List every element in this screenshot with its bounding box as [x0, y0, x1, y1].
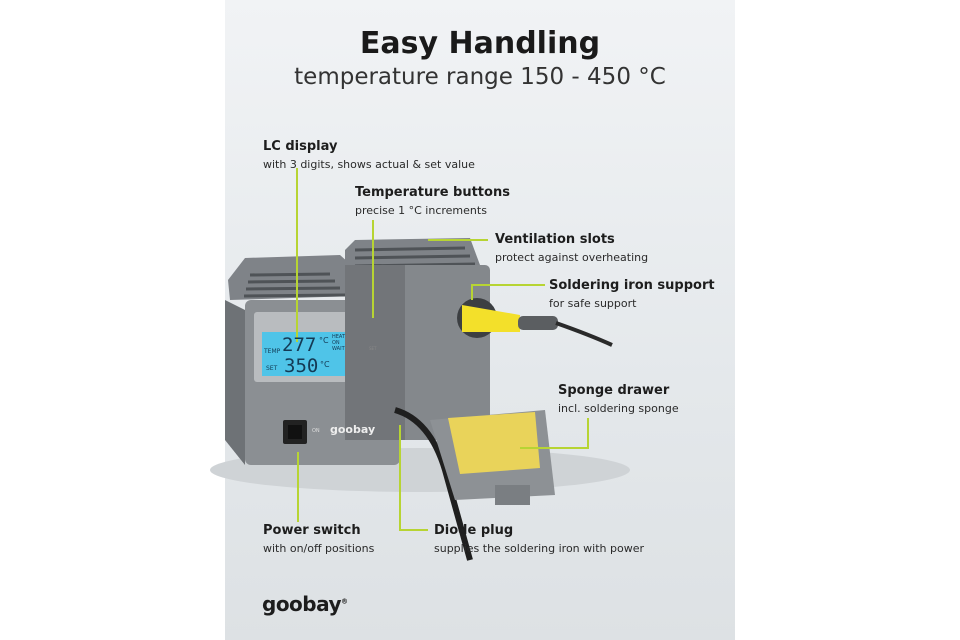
- lcd-temp-label: TEMP: [264, 348, 281, 355]
- goobay-logo: goobay®: [262, 592, 348, 616]
- callout-desc: protect against overheating: [495, 251, 649, 264]
- sponge: [448, 412, 540, 474]
- logo-text: goobay: [262, 592, 342, 616]
- lcd-unit-actual: °C: [319, 336, 329, 345]
- callout-soldering-iron-support: Soldering iron support for safe support: [549, 278, 715, 310]
- callout-title: Temperature buttons: [355, 185, 510, 200]
- callout-power-switch: Power switch with on/off positions: [263, 523, 374, 555]
- callout-desc: precise 1 °C increments: [355, 204, 487, 217]
- lcd-status: HEAT ON WAIT: [332, 334, 345, 352]
- callout-desc: for safe support: [549, 297, 637, 310]
- lcd-on: ON: [332, 340, 340, 346]
- lcd-actual-temp: 277: [282, 334, 317, 356]
- callout-title: Soldering iron support: [549, 278, 715, 293]
- callout-diode-plug: Diode plug supplies the soldering iron w…: [434, 523, 644, 555]
- iron-handle: [462, 305, 520, 332]
- stand-unit: [400, 265, 490, 440]
- callout-desc: incl. soldering sponge: [558, 402, 679, 415]
- callout-desc: with 3 digits, shows actual & set value: [263, 158, 475, 171]
- callout-title: Sponge drawer: [558, 383, 670, 398]
- callout-ventilation-slots: Ventilation slots protect against overhe…: [495, 232, 648, 264]
- page-title: Easy Handling: [359, 26, 601, 61]
- lcd-wait: WAIT: [332, 346, 345, 352]
- callout-sponge-drawer: Sponge drawer incl. soldering sponge: [558, 383, 679, 415]
- callout-title: Power switch: [263, 523, 361, 538]
- page-subtitle: temperature range 150 - 450 °C: [294, 64, 666, 90]
- lcd-set-temp: 350: [284, 355, 319, 377]
- lcd-set-label: SET: [266, 365, 278, 372]
- callout-temperature-buttons: Temperature buttons precise 1 °C increme…: [355, 185, 510, 217]
- lcd-unit-set: °C: [320, 360, 330, 369]
- device-brand: goobay: [330, 423, 376, 436]
- callout-lc-display: LC display with 3 digits, shows actual &…: [263, 139, 475, 171]
- callout-lines: [296, 168, 589, 531]
- lcd-heat: HEAT: [332, 334, 346, 340]
- lcd-screen: [262, 332, 346, 376]
- callout-desc: supplies the soldering iron with power: [434, 542, 644, 555]
- callout-title: Diode plug: [434, 523, 514, 538]
- set-button-label: SET: [369, 346, 377, 351]
- switch-on-label: ON: [312, 428, 320, 434]
- callout-title: LC display: [263, 139, 338, 154]
- callout-title: Ventilation slots: [495, 232, 615, 247]
- callout-desc: with on/off positions: [263, 542, 375, 555]
